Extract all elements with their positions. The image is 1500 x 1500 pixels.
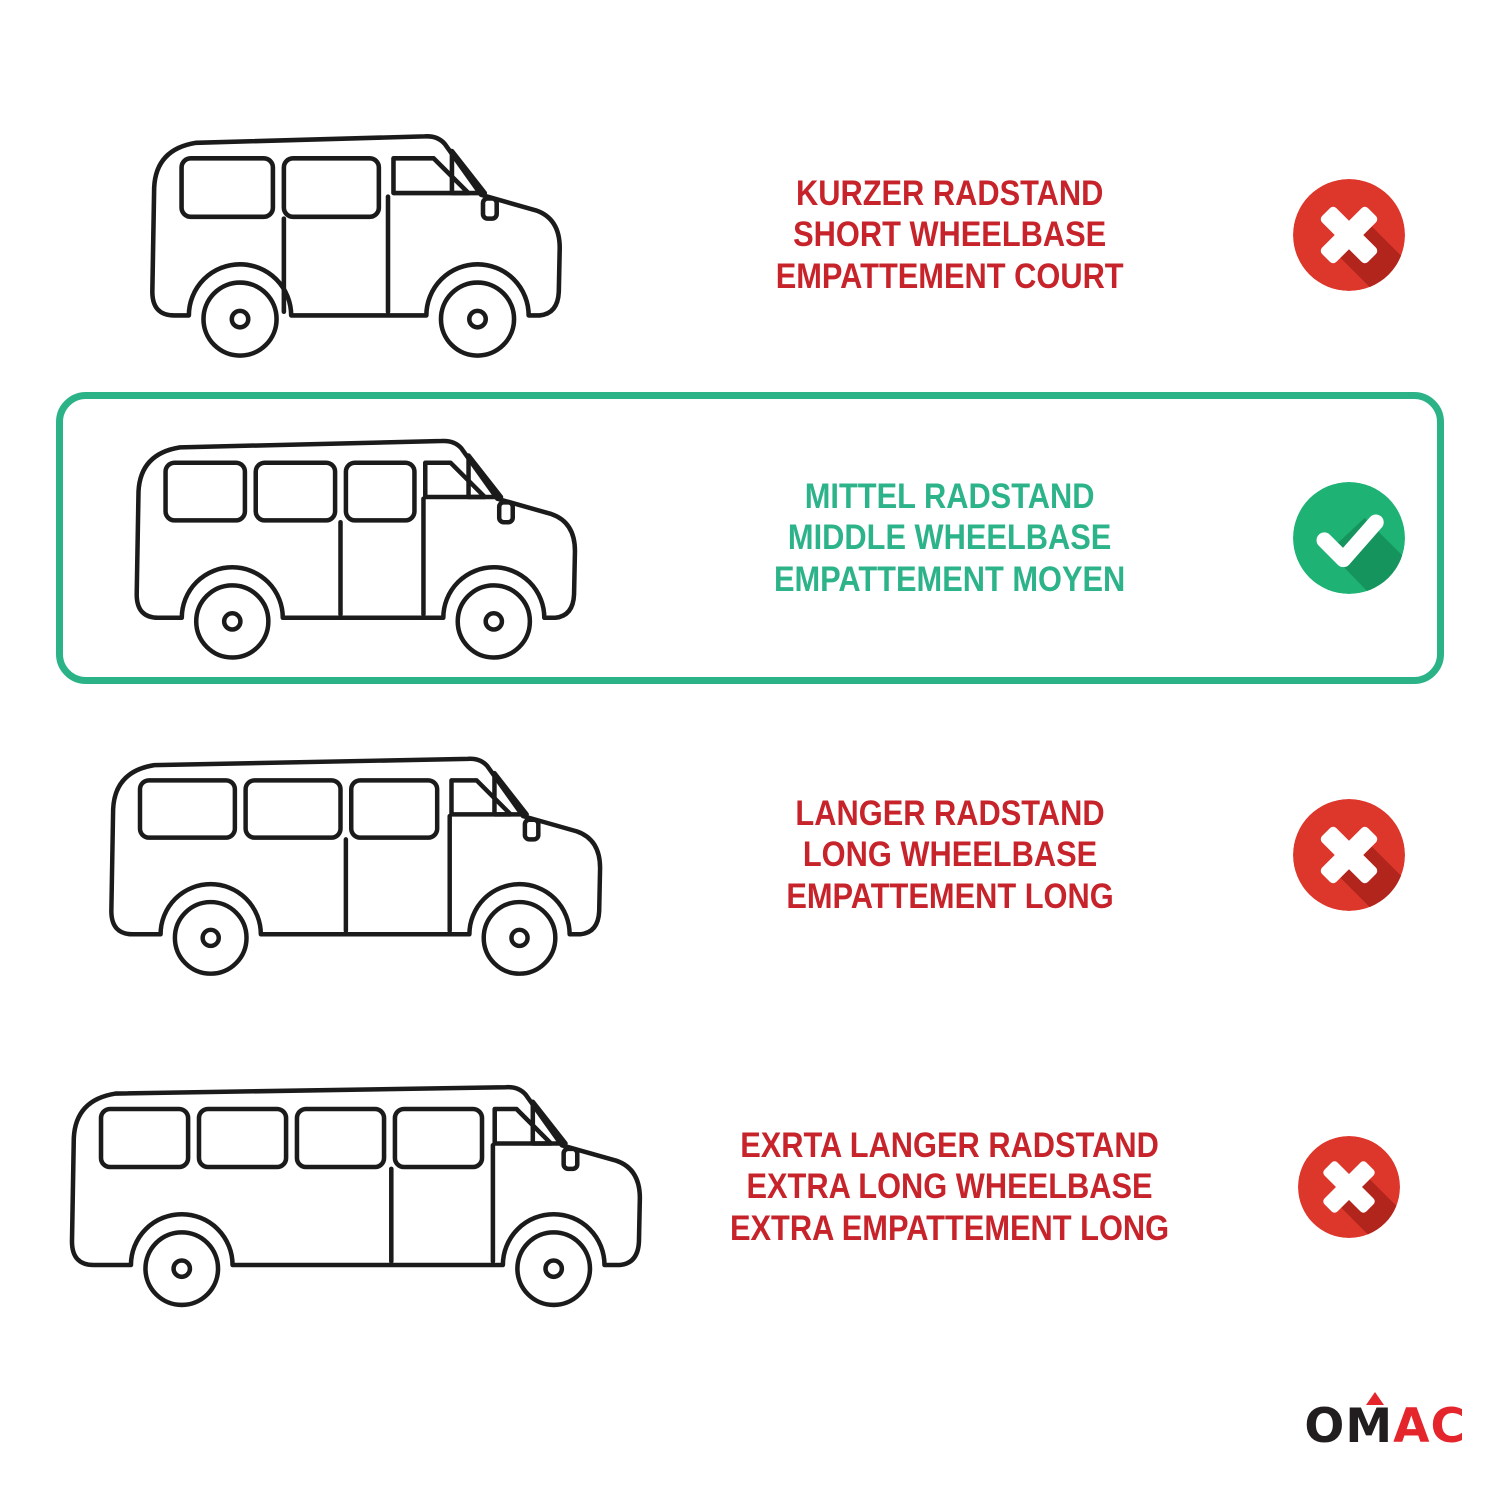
label-column: EXRTA LANGER RADSTAND EXTRA LONG WHEELBA… <box>680 1125 1220 1249</box>
label-line-fr: EMPATTEMENT MOYEN <box>774 559 1126 599</box>
van-column <box>0 109 680 360</box>
label-line-de: MITTEL RADSTAND <box>805 477 1095 517</box>
status-column <box>1220 482 1500 594</box>
label-line-fr: EMPATTEMENT LONG <box>786 876 1114 916</box>
logo-text-dark: OM <box>1304 1399 1394 1454</box>
label-line-en: MIDDLE WHEELBASE <box>788 518 1112 558</box>
logo-text-red: AC <box>1393 1399 1466 1454</box>
x-circle-icon <box>1293 179 1405 291</box>
van-column <box>0 732 680 978</box>
long-wheelbase-label: LANGER RADSTAND LONG WHEELBASE EMPATTEME… <box>786 793 1113 917</box>
check-circle-icon <box>1293 482 1405 594</box>
label-line-en: EXTRA LONG WHEELBASE <box>746 1167 1154 1207</box>
omac-logo: OMAC <box>1304 1392 1466 1450</box>
x-circle-icon <box>1293 799 1405 911</box>
status-column <box>1220 1136 1500 1238</box>
middle-wheelbase-label: MITTEL RADSTAND MIDDLE WHEELBASE EMPATTE… <box>774 476 1125 600</box>
status-column <box>1220 799 1500 911</box>
label-column: KURZER RADSTAND SHORT WHEELBASE EMPATTEM… <box>680 173 1220 297</box>
extra-long-wheelbase-label: EXRTA LANGER RADSTAND EXTRA LONG WHEELBA… <box>730 1125 1169 1249</box>
logo-accent-triangle <box>1366 1392 1385 1405</box>
label-line-de: EXRTA LANGER RADSTAND <box>740 1126 1160 1166</box>
van-extra-long-wheelbase-illustration <box>69 1084 642 1308</box>
van-middle-wheelbase-illustration <box>133 438 577 660</box>
status-column <box>1220 179 1500 291</box>
label-line-en: LONG WHEELBASE <box>802 835 1098 875</box>
van-column <box>0 414 680 662</box>
option-row-extra-long-wheelbase: EXRTA LANGER RADSTAND EXTRA LONG WHEELBA… <box>0 1050 1500 1324</box>
van-long-wheelbase-illustration <box>108 756 602 976</box>
label-column: LANGER RADSTAND LONG WHEELBASE EMPATTEME… <box>680 793 1220 917</box>
option-row-long-wheelbase: LANGER RADSTAND LONG WHEELBASE EMPATTEME… <box>0 720 1500 990</box>
label-line-de: LANGER RADSTAND <box>795 794 1105 834</box>
option-row-short-wheelbase: KURZER RADSTAND SHORT WHEELBASE EMPATTEM… <box>0 95 1500 375</box>
label-line-de: KURZER RADSTAND <box>796 174 1104 214</box>
van-column <box>0 1060 680 1314</box>
x-circle-icon <box>1298 1136 1400 1238</box>
label-line-fr: EXTRA EMPATTEMENT LONG <box>730 1208 1170 1248</box>
label-line-en: SHORT WHEELBASE <box>793 215 1107 255</box>
option-row-middle-wheelbase: MITTEL RADSTAND MIDDLE WHEELBASE EMPATTE… <box>0 400 1500 676</box>
label-column: MITTEL RADSTAND MIDDLE WHEELBASE EMPATTE… <box>680 476 1220 600</box>
short-wheelbase-label: KURZER RADSTAND SHORT WHEELBASE EMPATTEM… <box>776 173 1124 297</box>
van-short-wheelbase-illustration <box>149 134 562 359</box>
label-line-fr: EMPATTEMENT COURT <box>776 256 1124 296</box>
